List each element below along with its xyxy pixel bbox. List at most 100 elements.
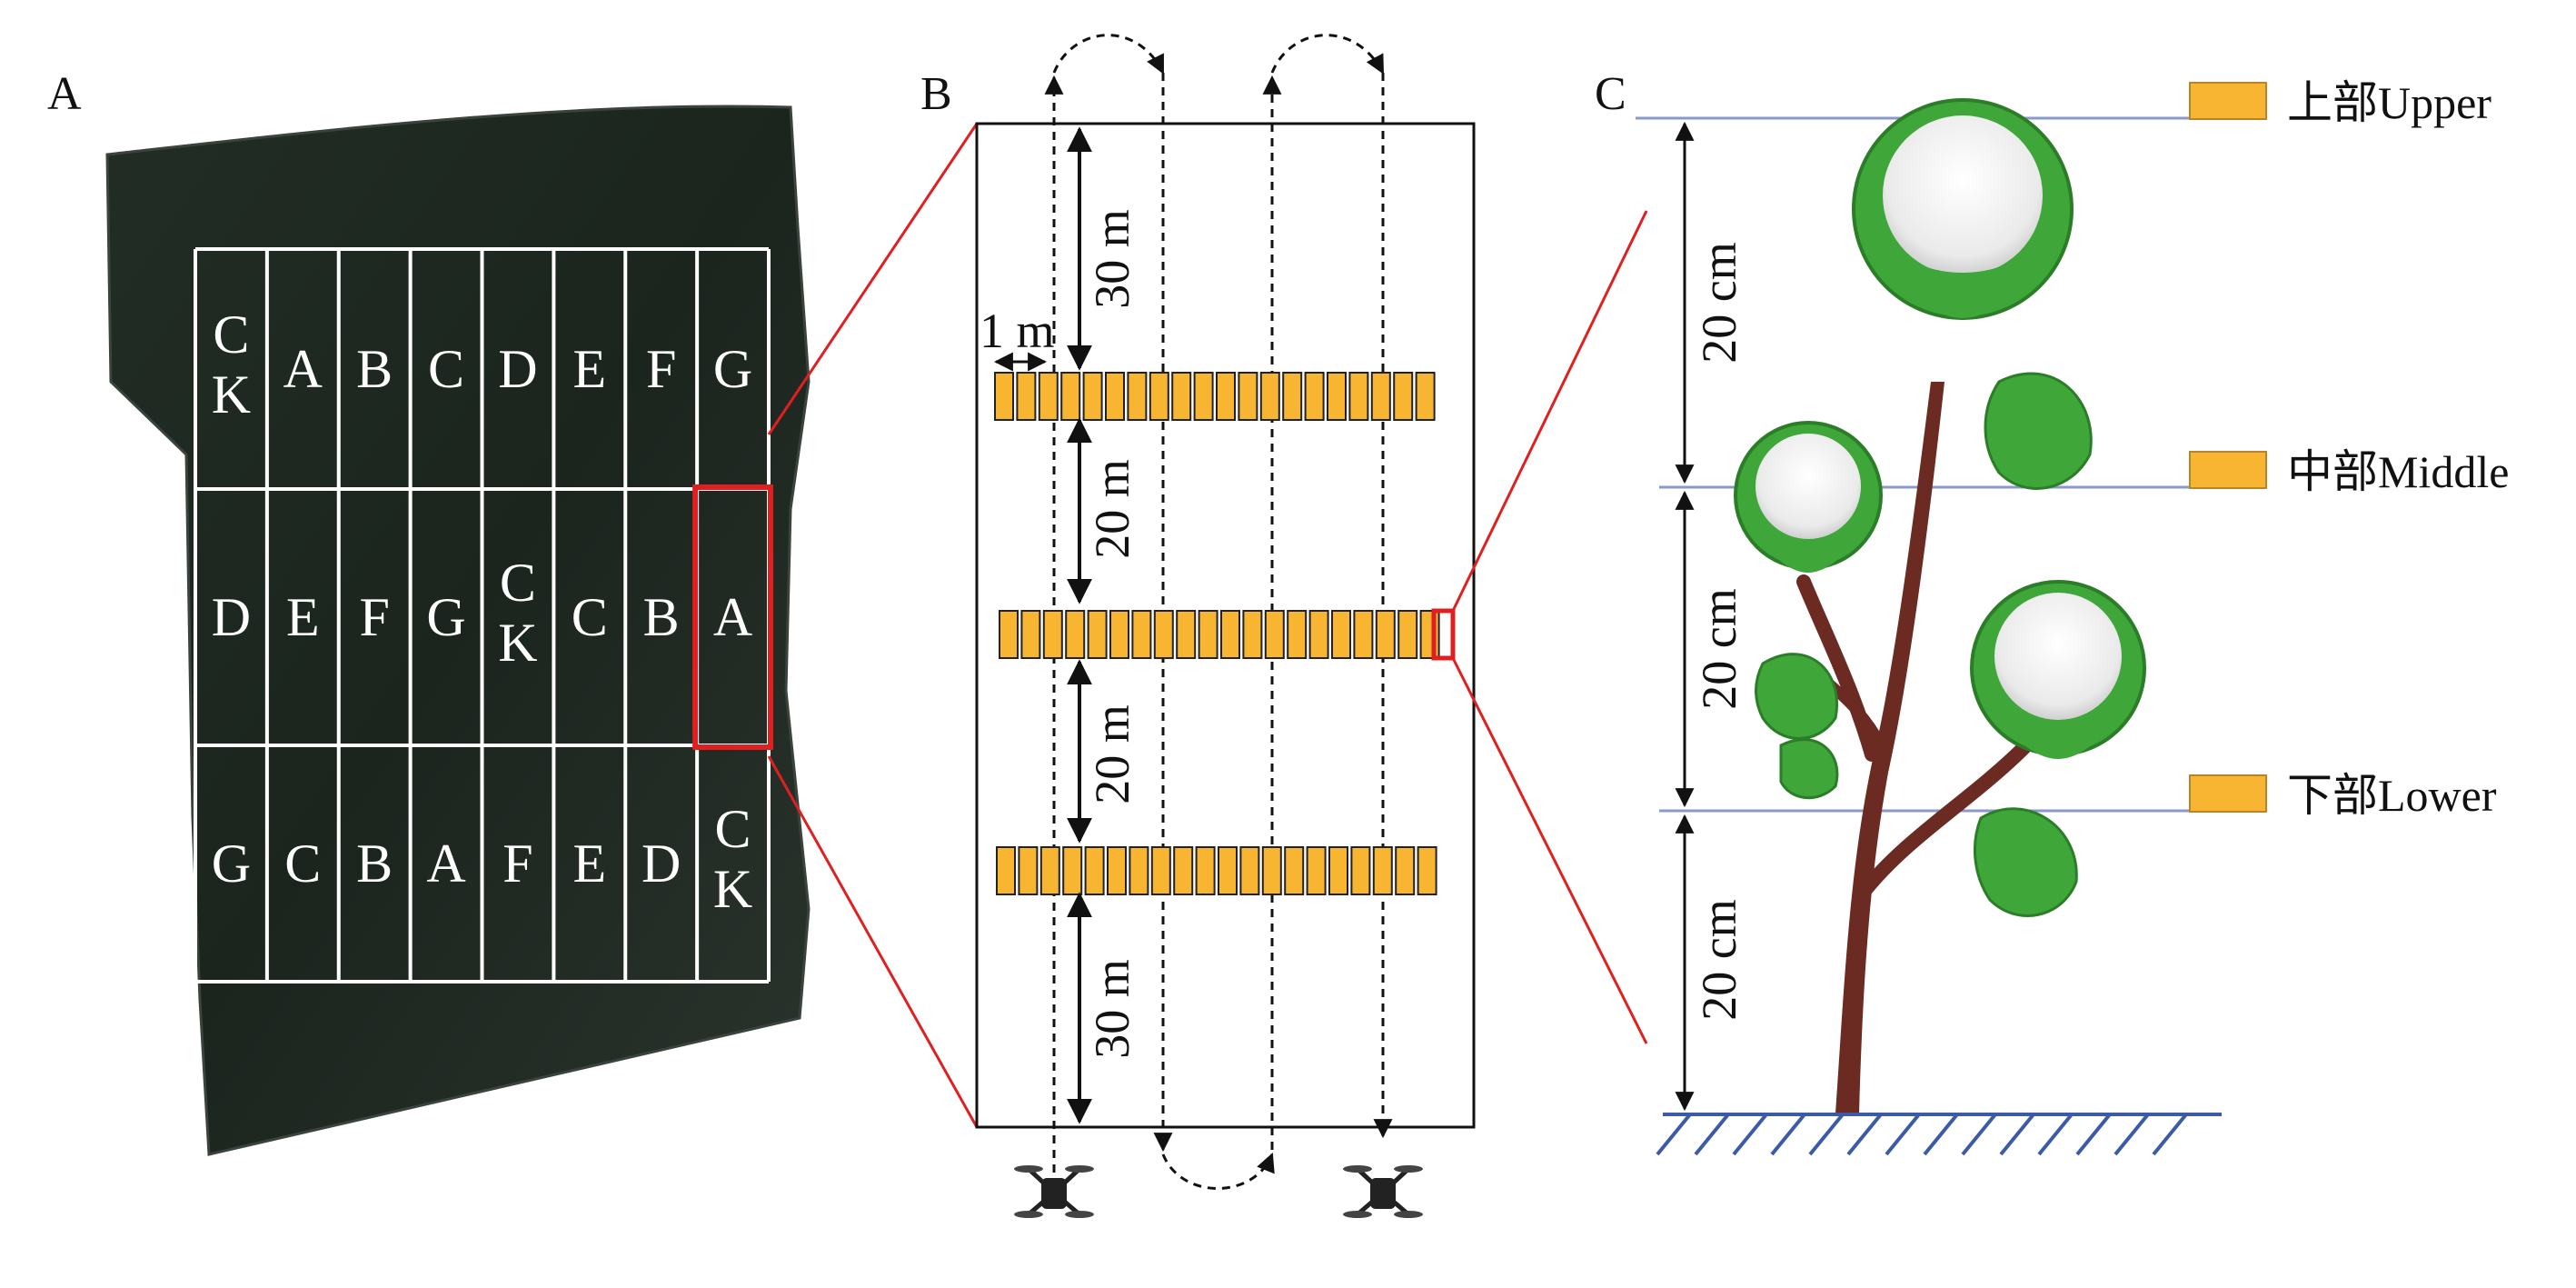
selected-marker <box>1431 608 1456 661</box>
sample-marker <box>1328 846 1348 895</box>
sample-marker <box>1327 372 1347 421</box>
plot-label: C <box>572 587 608 647</box>
sample-marker <box>1129 846 1149 895</box>
sample-marker <box>1415 372 1436 421</box>
sample-marker <box>1370 372 1391 421</box>
sample-marker <box>1238 372 1258 421</box>
leaf-icon <box>1755 653 1838 740</box>
plot-label: A <box>426 834 465 894</box>
height-label-1: 20 cm <box>1692 242 1746 363</box>
sample-marker <box>1109 610 1129 659</box>
plot-label: G <box>212 834 251 894</box>
sample-marker <box>1173 846 1194 895</box>
sample-marker <box>1353 610 1374 659</box>
plot-label: C <box>428 339 464 399</box>
height-label-3: 20 cm <box>1692 899 1746 1020</box>
sample-marker <box>1018 846 1039 895</box>
plot-label: C <box>284 834 321 894</box>
sample-marker <box>1218 846 1238 895</box>
sample-marker <box>1171 372 1192 421</box>
sample-marker <box>1153 610 1174 659</box>
plot-label: F <box>502 834 532 894</box>
sample-marker <box>1087 610 1108 659</box>
sample-marker <box>1308 610 1329 659</box>
plant-branch-right <box>1857 738 2034 898</box>
plot-label: B <box>356 834 393 894</box>
sample-marker <box>1239 846 1260 895</box>
plot-label: A <box>713 587 752 647</box>
plot-label: C <box>500 553 536 613</box>
sample-marker <box>1065 610 1086 659</box>
sample-marker <box>1107 846 1127 895</box>
sample-marker <box>1016 372 1037 421</box>
plot-label: E <box>286 587 320 647</box>
sample-marker <box>1348 372 1369 421</box>
sample-marker <box>1193 372 1214 421</box>
leaf-icon <box>1779 738 1839 800</box>
plot-label: C <box>213 305 249 364</box>
sample-marker <box>1020 610 1041 659</box>
legend-label-upper: 上部Upper <box>2287 77 2491 128</box>
plot-label: A <box>283 339 323 399</box>
plot-label: G <box>426 587 465 647</box>
legend-label-lower: 下部Lower <box>2287 770 2497 821</box>
plant-stem <box>1835 382 1944 1113</box>
plot-label: G <box>713 339 752 399</box>
plot-label: B <box>643 587 680 647</box>
panel-c: C 20 cm 20 cm 20 cm <box>1595 68 2509 1156</box>
sample-marker <box>1264 610 1285 659</box>
sample-marker <box>1150 846 1171 895</box>
plot-grid <box>194 247 771 983</box>
sample-marker <box>1062 846 1083 895</box>
panel-a-label: A <box>47 68 82 120</box>
sample-marker <box>1287 610 1308 659</box>
sample-marker <box>1220 610 1240 659</box>
height-label-2: 20 cm <box>1692 588 1746 709</box>
sample-marker <box>1195 846 1216 895</box>
sample-marker <box>1038 372 1059 421</box>
sample-marker <box>1284 846 1305 895</box>
sample-marker <box>1259 372 1280 421</box>
sample-marker <box>1393 372 1414 421</box>
cotton-plant <box>1734 98 2146 1113</box>
sample-marker <box>1397 610 1418 659</box>
sample-marker <box>1084 846 1105 895</box>
sample-marker <box>1350 846 1371 895</box>
legend-swatch-middle <box>2189 451 2267 489</box>
plot-label: D <box>498 339 537 399</box>
sample-marker <box>1131 610 1152 659</box>
sample-marker <box>996 846 1016 895</box>
sample-marker <box>1127 372 1148 421</box>
plant-branch-left <box>1796 574 1879 762</box>
sample-marker <box>1395 846 1416 895</box>
plot-label: D <box>642 834 681 894</box>
sample-marker <box>1242 610 1263 659</box>
drone-icon <box>1343 1165 1423 1218</box>
panel-b: B 30 m 20 m 20 m 30 m 1 m <box>920 34 1476 1218</box>
plot-label: K <box>498 613 537 673</box>
leaf-icon <box>1973 807 2078 917</box>
legend-swatch-upper <box>2189 82 2267 120</box>
panel-c-label: C <box>1595 68 1626 120</box>
drone-icon <box>1014 1165 1094 1218</box>
sample-marker <box>1149 372 1169 421</box>
field-outline <box>975 122 1476 1129</box>
drones <box>1014 1165 1423 1218</box>
sample-marker <box>1082 372 1103 421</box>
sample-marker <box>1375 610 1396 659</box>
plot-label: E <box>572 339 606 399</box>
plot-label: B <box>356 339 393 399</box>
plot-label: K <box>212 364 251 424</box>
legend-label-middle: 中部Middle <box>2287 446 2509 497</box>
distance-label-2: 20 m <box>1085 459 1139 559</box>
sample-marker <box>1372 846 1393 895</box>
sample-marker <box>1042 610 1063 659</box>
legend: 上部Upper 中部Middle 下部Lower <box>2189 77 2509 821</box>
sample-marker <box>1261 846 1282 895</box>
plot-label: K <box>713 859 752 919</box>
plot-label: D <box>212 587 251 647</box>
sample-marker <box>999 610 1019 659</box>
